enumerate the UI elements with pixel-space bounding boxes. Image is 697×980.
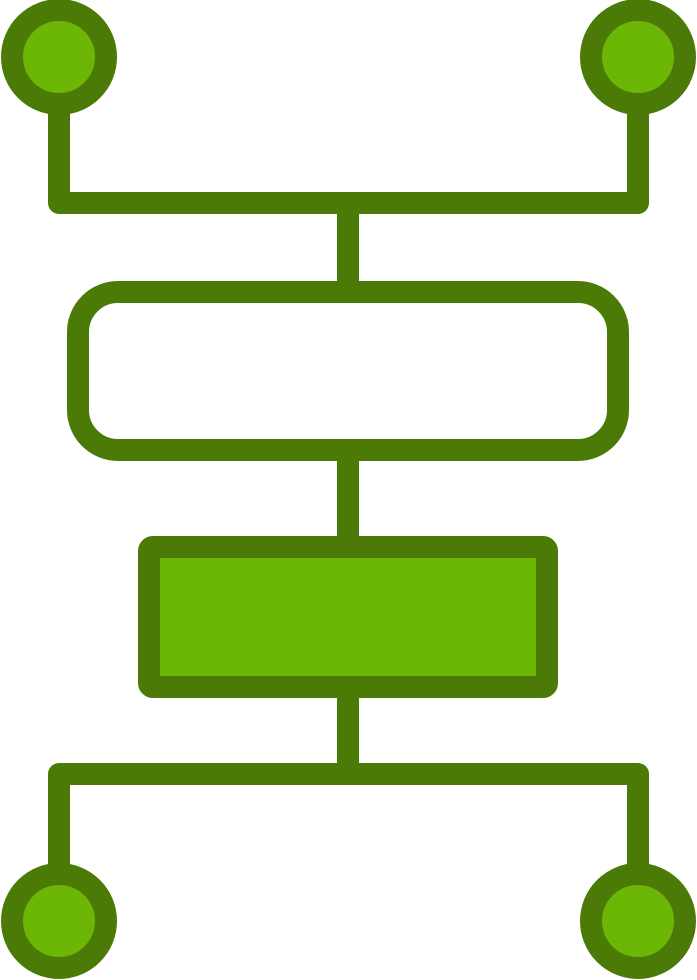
bottom-left-connector bbox=[48, 763, 359, 879]
process-box bbox=[67, 281, 629, 461]
bottom-left-node bbox=[1, 863, 117, 979]
top-left-node bbox=[1, 0, 117, 115]
bottom-right-connector bbox=[337, 763, 649, 879]
top-right-connector bbox=[337, 99, 649, 214]
bottom-right-node bbox=[580, 863, 696, 979]
filled-block bbox=[138, 536, 558, 698]
top-left-connector bbox=[48, 99, 359, 214]
top-right-node bbox=[580, 0, 696, 115]
